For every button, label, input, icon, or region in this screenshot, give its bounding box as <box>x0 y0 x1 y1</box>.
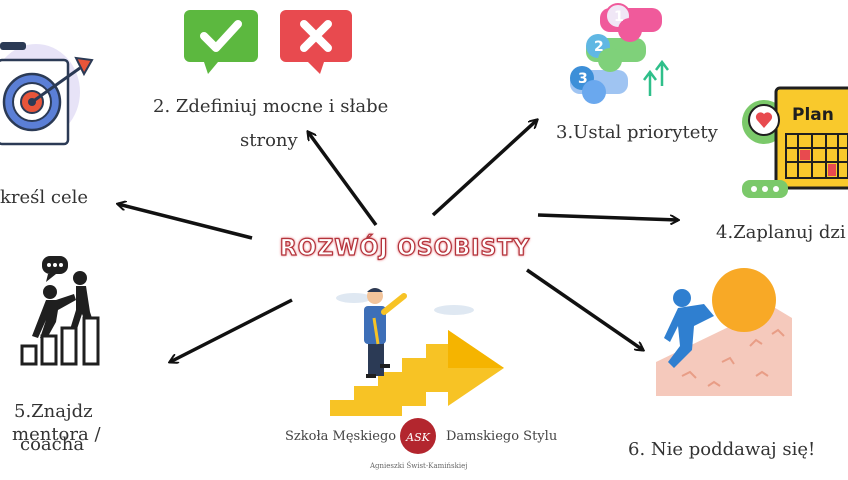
brand-right: Damskiego Stylu <box>446 429 558 444</box>
target-icon <box>0 42 94 146</box>
badge-3: 3 <box>578 71 588 87</box>
label-mentor-line1: 5.Znajdz <box>14 401 93 422</box>
badge-1: 1 <box>614 9 624 25</box>
arrow-to-priorytety <box>431 120 537 217</box>
brand-author: Agnieszki Świst-Kamińskiej <box>370 462 468 470</box>
label-mentor-line3: coacha <box>20 434 85 455</box>
mentor-icon <box>20 256 100 366</box>
arrow-to-cele <box>118 204 253 240</box>
arrow-to-mentor <box>170 298 293 362</box>
brand-left: Szkoła Męskiego <box>285 429 397 444</box>
diagram-title: ROZWÓJ OSOBISTY <box>279 235 531 261</box>
label-mocne-line2: strony <box>240 130 298 151</box>
planner-icon: Plan <box>742 86 848 198</box>
priority-badges-icon: 1 2 3 <box>570 3 669 104</box>
arrow-to-zaplanuj <box>537 213 678 220</box>
arrow-to-nie-poddawaj <box>526 268 643 350</box>
cross-bubble-icon <box>280 10 352 74</box>
label-nie-poddawaj: 6. Nie poddawaj się! <box>628 439 816 460</box>
arrow-to-mocne <box>308 132 378 227</box>
label-cele: kreśl cele <box>0 187 89 208</box>
stairs-illustration <box>330 288 504 416</box>
brand-monogram: ASK <box>405 431 430 444</box>
sisyphus-icon <box>656 268 792 396</box>
label-mocne-line1: 2. Zdefiniuj mocne i słabe <box>153 96 389 117</box>
check-bubble-icon <box>184 10 258 74</box>
label-priorytety: 3.Ustal priorytety <box>556 122 718 143</box>
label-mentor-line2: mentora / <box>12 424 101 445</box>
brand-logo: ASK <box>400 418 436 454</box>
label-zaplanuj: 4.Zaplanuj dzi <box>716 222 846 243</box>
planner-word: Plan <box>792 105 834 125</box>
badge-2: 2 <box>594 39 604 55</box>
